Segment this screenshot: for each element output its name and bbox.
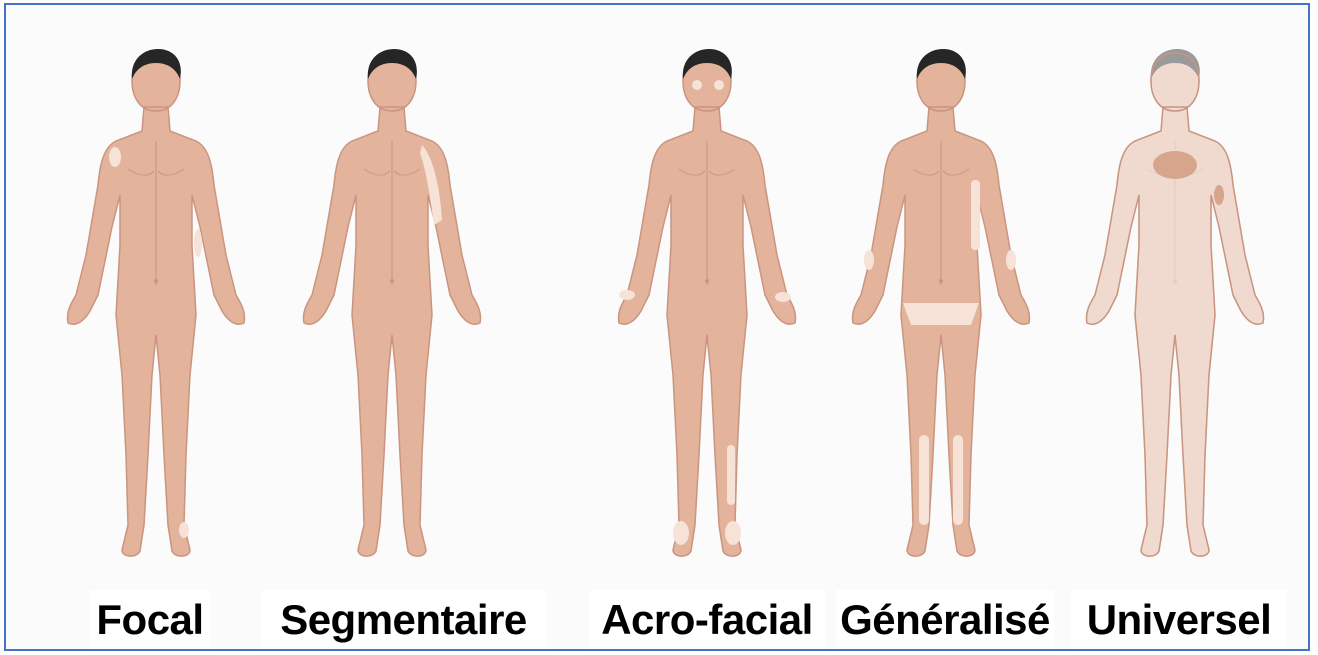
depigmented-patch bbox=[714, 80, 724, 90]
label-generalise: Généralisé bbox=[836, 590, 1054, 650]
body-illustration bbox=[587, 45, 827, 585]
body-illustration bbox=[1055, 45, 1295, 585]
depigmented-patch bbox=[1006, 250, 1016, 270]
body-figure-segmentaire bbox=[272, 45, 512, 585]
label-universel: Universel bbox=[1071, 590, 1287, 650]
depigmented-patch bbox=[692, 80, 702, 90]
depigmented-patch bbox=[775, 292, 791, 302]
depigmented-patch bbox=[725, 521, 741, 545]
body-illustration bbox=[36, 45, 276, 585]
body-figure-acro-facial bbox=[587, 45, 827, 585]
depigmented-patch bbox=[619, 290, 635, 300]
depigmented-patch bbox=[179, 522, 189, 538]
body-illustration bbox=[821, 45, 1061, 585]
label-segmentaire: Segmentaire bbox=[261, 590, 546, 650]
depigmented-patch bbox=[727, 445, 735, 505]
body-figure-generalise bbox=[821, 45, 1061, 585]
depigmented-patch bbox=[919, 435, 929, 525]
depigmented-patch bbox=[673, 521, 689, 545]
residual-pigment-patch bbox=[1214, 185, 1224, 205]
depigmented-patch bbox=[903, 303, 979, 325]
body-illustration bbox=[272, 45, 512, 585]
body-figure-focal bbox=[36, 45, 276, 585]
depigmented-patch bbox=[953, 435, 963, 525]
depigmented-patch bbox=[194, 229, 202, 257]
body-figure-universel bbox=[1055, 45, 1295, 585]
figure-frame: Focal Segmentaire Acro-facial Généralisé… bbox=[4, 3, 1310, 651]
depigmented-patch bbox=[971, 180, 980, 250]
label-acro-facial: Acro-facial bbox=[589, 590, 825, 650]
depigmented-patch bbox=[864, 250, 874, 270]
residual-pigment-patch bbox=[1153, 151, 1197, 179]
label-focal: Focal bbox=[90, 590, 210, 650]
depigmented-patch bbox=[109, 147, 121, 167]
